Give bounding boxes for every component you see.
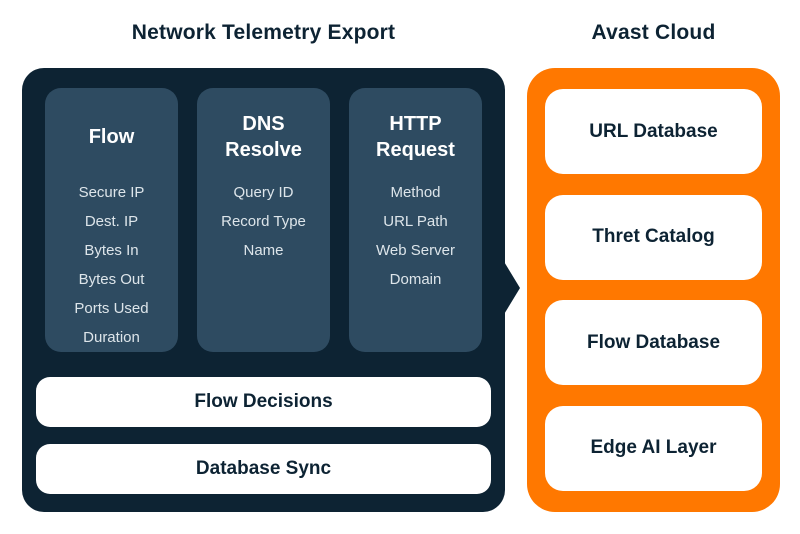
telemetry-panel-title: Network Telemetry Export [131,21,396,44]
flow-item-secure-ip: Secure IP [78,184,145,201]
dns-item-name: Name [243,242,284,259]
cloud-box-flow-database: Flow Database [545,300,762,386]
column-flow-heading: Flow [88,126,135,148]
http-item-web-server-domain: Web Server Domain [376,242,455,288]
flow-decisions-bar: Flow Decisions [36,377,491,427]
connector-arrow-icon [503,260,520,316]
cloud-panel-title: Avast Cloud [591,21,716,44]
flow-item-bytes-out: Bytes Out [78,271,145,288]
column-dns-heading: DNS Resolve [225,113,302,161]
cloud-box-url-database: URL Database [545,89,762,174]
column-http-items: Method URL Path Web Server Domain [355,178,476,294]
cloud-panel: URL Database Thret Catalog Flow Database… [527,68,780,512]
flow-item-dest-ip: Dest. IP [84,213,139,230]
flow-item-duration: Duration [83,329,140,346]
http-item-url-path: URL Path [383,213,448,230]
telemetry-columns: Flow Secure IP Dest. IP Bytes In Bytes O… [36,88,491,352]
cloud-box-edge-ai-layer: Edge AI Layer [545,405,762,491]
flow-item-bytes-in: Bytes In [84,242,139,259]
column-http-request: HTTP Request Method URL Path Web Server … [349,88,482,352]
dns-item-record-type: Record Type [221,213,306,230]
column-flow-items: Secure IP Dest. IP Bytes In Bytes Out Po… [51,178,172,352]
column-flow: Flow Secure IP Dest. IP Bytes In Bytes O… [45,88,178,352]
dns-item-query-id: Query ID [233,184,294,201]
http-item-method: Method [390,184,441,201]
telemetry-panel: Flow Secure IP Dest. IP Bytes In Bytes O… [22,68,505,512]
flow-item-ports-used: Ports Used [74,300,149,317]
column-dns-items: Query ID Record Type Name [203,178,324,265]
column-dns-resolve: DNS Resolve Query ID Record Type Name [197,88,330,352]
database-sync-bar: Database Sync [36,444,491,494]
column-http-heading: HTTP Request [376,113,455,161]
cloud-box-thret-catalog: Thret Catalog [545,194,762,280]
